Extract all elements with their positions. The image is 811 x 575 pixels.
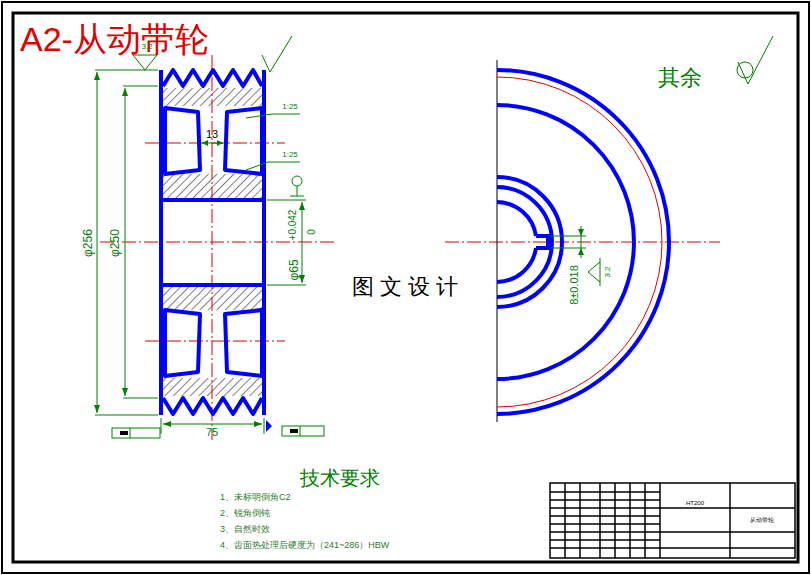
watermark: 图 文 设 计 bbox=[349, 275, 461, 299]
roughness-value: 3.2 bbox=[604, 266, 613, 277]
requirement-note: 1、未标明倒角C2 bbox=[220, 493, 291, 503]
requirements-heading: 技术要求 bbox=[300, 467, 380, 489]
roughness-value: 3.2 bbox=[141, 43, 152, 52]
diameter-dimension: φ250 bbox=[109, 229, 122, 257]
material-cell: HT200 bbox=[686, 500, 704, 507]
upper-tolerance: +0.042 bbox=[287, 210, 298, 241]
part-name-cell: 从动带轮 bbox=[750, 517, 774, 524]
drawing-title: A2-从动带轮 bbox=[20, 21, 209, 58]
requirement-note: 2、锐角倒钝 bbox=[220, 509, 270, 519]
bore-diameter: φ65 bbox=[288, 259, 301, 280]
keyway-width: 8±0.018 bbox=[568, 265, 580, 305]
lower-tolerance: 0 bbox=[306, 229, 317, 235]
taper-ratio: 1:25 bbox=[282, 151, 298, 160]
requirement-note: 3、自然时效 bbox=[220, 525, 270, 535]
web-width: 13 bbox=[206, 128, 218, 140]
taper-ratio: 1:25 bbox=[282, 103, 298, 112]
roughness-note: 其余 bbox=[658, 66, 702, 90]
diameter-dimension: φ256 bbox=[82, 229, 95, 257]
width-dimension: 75 bbox=[206, 426, 218, 438]
requirement-note: 4、齿面热处理后硬度为（241~286）HBW bbox=[220, 541, 389, 551]
